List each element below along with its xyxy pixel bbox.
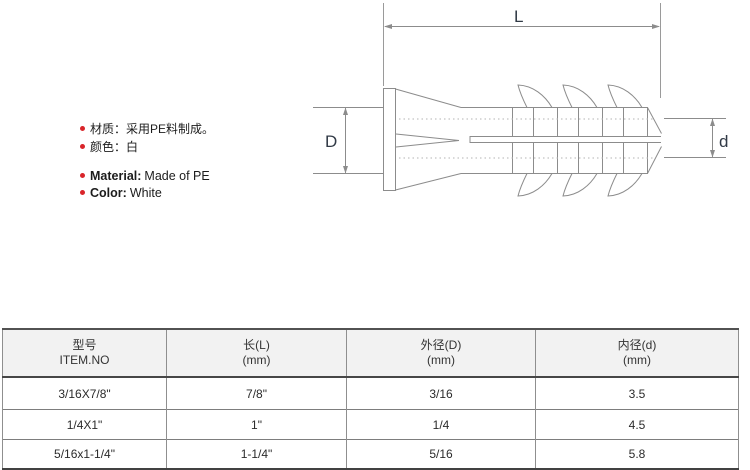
cell-inner-diameter: 5.8 xyxy=(535,439,739,470)
col-header-item-no: 型号 ITEM.NO xyxy=(2,328,167,378)
table-row: 3/16X7/8" 7/8" 3/16 3.5 xyxy=(2,376,739,410)
barb-fin xyxy=(607,173,643,197)
product-notes: 材质： 采用PE料制成。 颜色： 白 Material: Made of PE … xyxy=(80,119,214,201)
length-label: L xyxy=(514,7,523,26)
expansion-slot xyxy=(469,136,661,143)
note-text: 采用PE料制成。 xyxy=(126,121,215,136)
cell-inner-diameter: 4.5 xyxy=(535,409,739,440)
barb-fins-bottom xyxy=(517,173,643,197)
cell-item-no: 3/16X7/8" xyxy=(2,376,167,410)
header-line2: (mm) xyxy=(623,353,651,367)
barb-fin xyxy=(562,173,598,197)
header-line1: 长(L) xyxy=(243,338,270,352)
table-row: 5/16x1-1/4" 1-1/4" 5/16 5.8 xyxy=(2,439,739,470)
dimension-d: d xyxy=(664,118,728,158)
bullet-icon xyxy=(80,190,85,195)
header-line2: ITEM.NO xyxy=(59,353,110,367)
col-header-outer-diameter: 外径(D) (mm) xyxy=(346,328,536,378)
note-color-zh: 颜色： 白 xyxy=(80,137,214,155)
cell-item-no: 1/4X1" xyxy=(2,409,167,440)
bullet-icon xyxy=(80,143,85,149)
cell-inner-diameter: 3.5 xyxy=(535,376,739,410)
note-text: 白 xyxy=(126,139,139,154)
cell-outer-diameter: 5/16 xyxy=(346,439,536,470)
cell-length: 1" xyxy=(166,409,347,440)
table-row: 1/4X1" 1" 1/4 4.5 xyxy=(2,409,739,440)
note-text: Made of PE xyxy=(144,168,210,183)
flange xyxy=(383,88,396,191)
note-color-en: Color: White xyxy=(80,184,214,201)
header-line2: (mm) xyxy=(427,353,455,367)
header-line2: (mm) xyxy=(242,353,271,367)
note-material-en: Material: Made of PE xyxy=(80,167,214,184)
col-header-length: 长(L) (mm) xyxy=(166,328,347,378)
header-line1: 内径(d) xyxy=(617,338,657,352)
dimension-D: D xyxy=(313,107,383,174)
bullet-icon xyxy=(80,173,85,178)
header-row: 型号 ITEM.NO 长(L) (mm) 外径(D) (mm) 内径(d) (m… xyxy=(2,328,739,378)
cell-item-no: 5/16x1-1/4" xyxy=(2,439,167,470)
anchor-body xyxy=(383,84,662,197)
cell-length: 1-1/4" xyxy=(166,439,347,470)
barb-fin xyxy=(562,84,598,108)
bullet-icon xyxy=(80,125,85,131)
col-header-inner-diameter: 内径(d) (mm) xyxy=(535,328,739,378)
header-line1: 型号 xyxy=(72,338,97,352)
note-material-zh: 材质： 采用PE料制成。 xyxy=(80,119,214,137)
barb-fin xyxy=(517,173,553,197)
outer-diameter-label: D xyxy=(325,132,337,151)
barb-fins-top xyxy=(517,84,643,108)
note-label: 颜色： xyxy=(90,139,127,154)
inner-diameter-label: d xyxy=(719,132,728,151)
note-label: Material: xyxy=(90,168,142,183)
cell-length: 7/8" xyxy=(166,376,347,410)
note-label: Color: xyxy=(90,185,127,200)
dimension-L: L xyxy=(383,3,661,98)
barb-fin xyxy=(607,84,643,108)
barb-fin xyxy=(517,84,553,108)
spec-table: 型号 ITEM.NO 长(L) (mm) 外径(D) (mm) 内径(d) (m… xyxy=(2,328,739,470)
note-label: 材质： xyxy=(90,121,127,136)
anchor-technical-drawing: L D xyxy=(313,3,728,197)
header-line1: 外径(D) xyxy=(420,338,462,352)
cell-outer-diameter: 1/4 xyxy=(346,409,536,440)
cell-outer-diameter: 3/16 xyxy=(346,376,536,410)
note-text: White xyxy=(129,185,162,200)
